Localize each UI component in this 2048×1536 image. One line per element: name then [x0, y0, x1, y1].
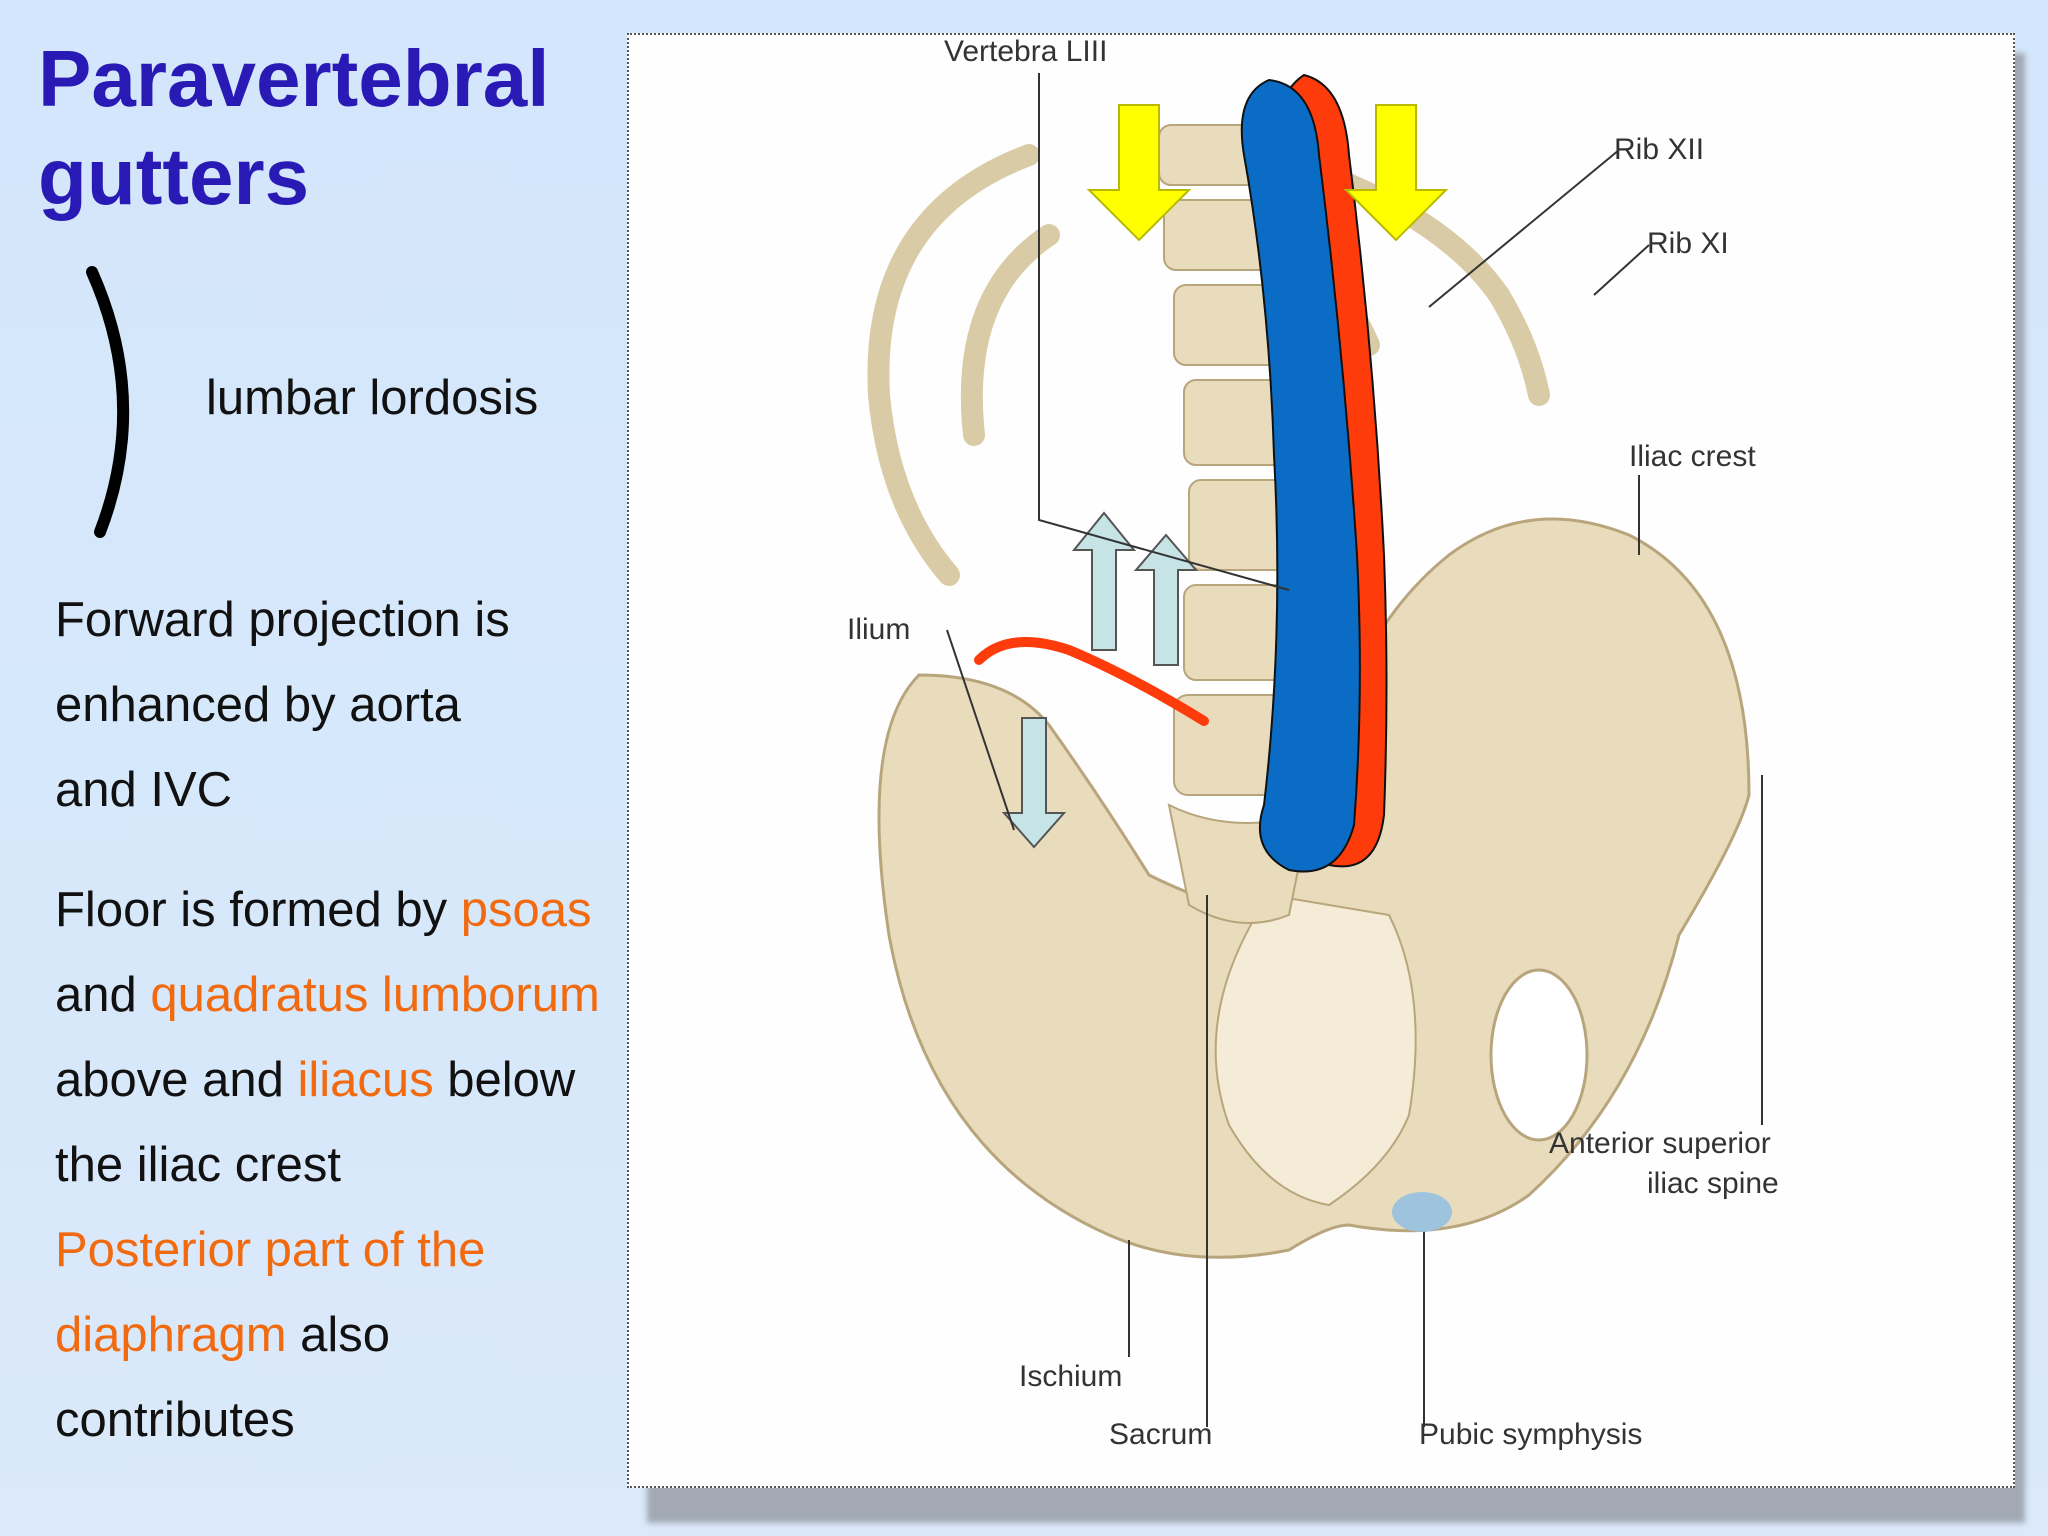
slide-title: Paravertebral gutters: [38, 30, 549, 226]
title-line-1: Paravertebral: [38, 34, 550, 123]
text-line: contributes: [55, 1393, 295, 1447]
label-iliac-crest: Iliac crest: [1629, 440, 1756, 473]
label-vertebra: Vertebra LIII: [944, 35, 1108, 68]
text-run: also: [286, 1308, 391, 1362]
text-line: diaphragm also: [55, 1293, 635, 1378]
leader-lines: [946, 73, 1763, 1427]
highlight-quadratus-lumborum: quadratus lumborum: [150, 968, 600, 1022]
text-line: the iliac crest: [55, 1138, 341, 1192]
highlight-psoas: psoas: [460, 883, 592, 937]
rib-left: [867, 144, 1060, 586]
label-rib-xii: Rib XII: [1614, 133, 1705, 166]
lordosis-label: lumbar lordosis: [206, 371, 539, 425]
down-arrow-icon: [1086, 104, 1192, 242]
highlight-diaphragm: diaphragm: [55, 1308, 287, 1362]
iliac-crest-line: [974, 637, 1209, 726]
highlight-iliacus: iliacus: [297, 1053, 434, 1107]
paragraph-forward-projection: Forward projection is enhanced by aorta …: [55, 578, 635, 833]
down-arrow-icon: [1343, 104, 1449, 242]
text-line: Posterior part of the: [55, 1223, 486, 1277]
anatomy-figure: Vertebra LIII Rib XII Rib XI Iliac crest…: [627, 33, 2015, 1488]
text-run: below: [433, 1053, 576, 1107]
pelvis-inner: [1214, 893, 1417, 1207]
lordosis-curve-icon: [86, 266, 130, 538]
up-arrow-icon: [1071, 511, 1137, 651]
pelvis-illustration: [867, 73, 1763, 1427]
text-line: Forward projection is: [55, 593, 510, 647]
pubic-symphysis-disc: [1392, 1192, 1452, 1232]
text-run: Floor is formed by: [55, 883, 461, 937]
paragraph-floor: Floor is formed by psoas and quadratus l…: [55, 868, 635, 1463]
label-pubic-symphysis: Pubic symphysis: [1419, 1418, 1643, 1451]
text-line: Floor is formed by psoas: [55, 868, 635, 953]
title-line-2: gutters: [38, 132, 310, 221]
text-line: and quadratus lumborum: [55, 953, 635, 1038]
obturator-foramen: [1489, 968, 1589, 1142]
label-ischium: Ischium: [1019, 1360, 1123, 1393]
label-asis-1: Anterior superior: [1549, 1127, 1771, 1160]
up-arrow-icon: [1133, 533, 1199, 666]
text-run: above and: [55, 1053, 298, 1107]
down-arrow-icon: [1001, 717, 1067, 849]
text-line: enhanced by aorta: [55, 678, 461, 732]
ivc: [1240, 78, 1361, 873]
label-rib-xi: Rib XI: [1647, 227, 1729, 260]
text-line: above and iliacus below: [55, 1038, 635, 1123]
label-ilium: Ilium: [847, 613, 911, 646]
text-line: and IVC: [55, 763, 233, 817]
label-asis-2: iliac spine: [1647, 1167, 1779, 1200]
text-run: and: [55, 968, 151, 1022]
label-sacrum: Sacrum: [1109, 1418, 1213, 1451]
